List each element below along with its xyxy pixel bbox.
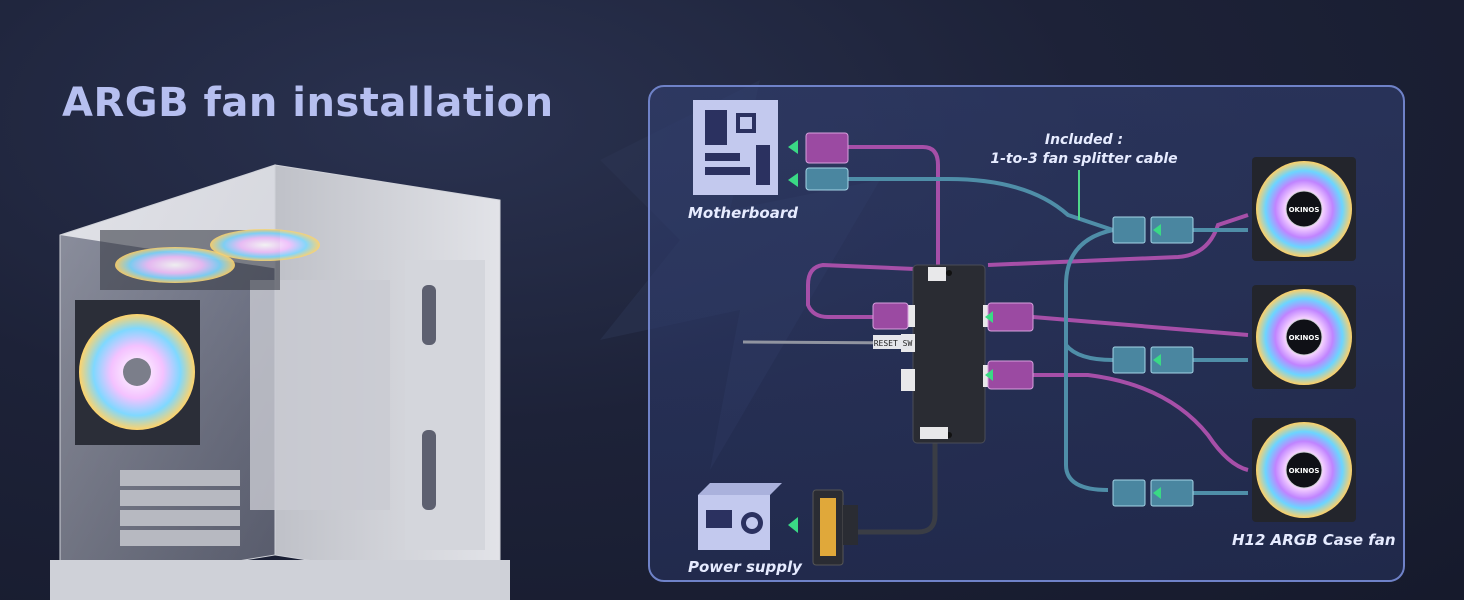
pwm-splitter-trunk [1064,228,1114,492]
motherboard-icon [693,100,778,195]
fan-label: H12 ARGB Case fan [1232,531,1396,549]
arrow-pwm-in [788,173,798,187]
fan-1: OKINOS [1252,157,1356,261]
power-supply-label: Power supply [688,558,802,576]
svg-text:OKINOS: OKINOS [1289,467,1320,475]
splitter-note: Included : 1-to-3 fan splitter cable [990,131,1178,169]
power-supply-icon [698,483,782,550]
splitter-connectors [1112,216,1194,507]
pc-case-image [50,164,510,600]
sata-power-cable [858,440,938,535]
argb-cable-motherboard [848,145,940,270]
arrow-power-in [788,517,798,533]
motherboard-label: Motherboard [688,204,798,222]
argb-cable-fan3 [1033,373,1249,472]
argb-cable-hub-loop [806,262,939,319]
svg-text:OKINOS: OKINOS [1289,334,1320,342]
fan-2: OKINOS [1252,285,1356,389]
sata-power-connector [812,489,858,566]
fan-hub [901,264,997,444]
argb-cable-fan1 [987,213,1249,267]
splitter-note-line1: Included : [1044,132,1124,148]
pwm-splitter-branch2 [1064,343,1114,362]
pwm-cable-motherboard [848,177,1114,232]
arrow-argb-in [788,140,798,154]
fan-3: OKINOS [1252,418,1356,522]
svg-text:OKINOS: OKINOS [1289,206,1320,214]
splitter-note-line2: 1-to-3 fan splitter cable [990,151,1178,167]
page-title: ARGB fan installation [62,80,554,126]
wiring-diagram: RESET SW OKINOS OKINOS OKINOS [693,100,1356,566]
argb-cable-fan2 [1032,315,1249,337]
hub-port-label: RESET SW [874,339,913,348]
